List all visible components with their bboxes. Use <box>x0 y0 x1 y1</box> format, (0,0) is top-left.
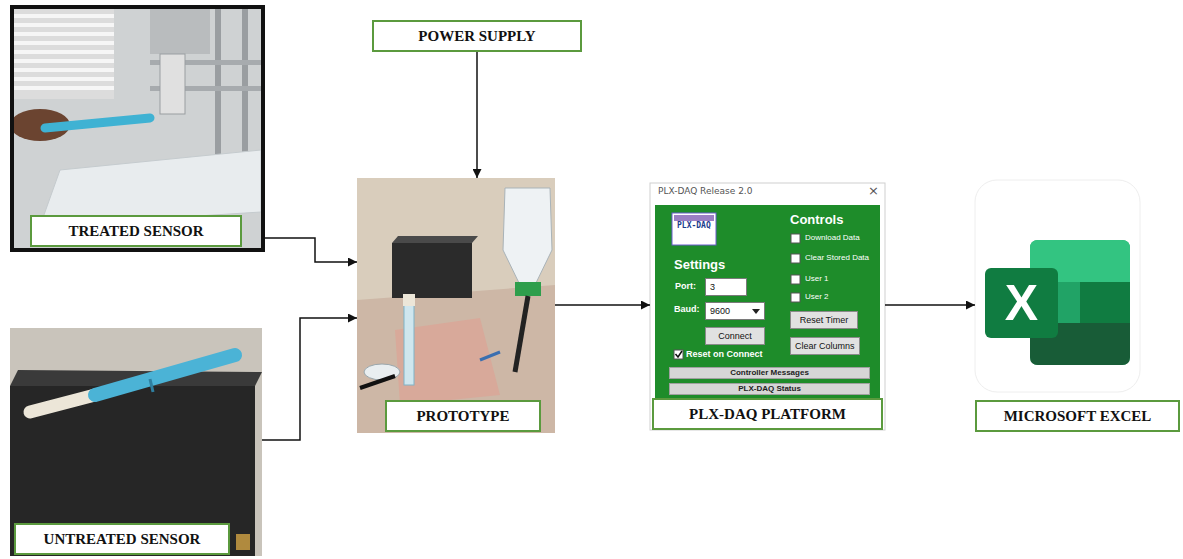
treated-sensor-photo <box>14 50 114 54</box>
button: Reset Timer <box>790 311 858 329</box>
plx-daq-window <box>791 275 800 284</box>
plx-daq-window <box>791 293 800 302</box>
button: Clear Columns <box>790 337 860 355</box>
prototype-photo <box>392 243 472 298</box>
prototype-photo <box>357 178 555 433</box>
treated-sensor-photo <box>14 32 114 36</box>
excel-icon <box>975 180 1140 392</box>
treated-sensor-photo <box>14 9 114 99</box>
section-heading: Settings <box>674 257 725 272</box>
plx-daq-window <box>650 183 885 430</box>
photo-panel: PROTOTYPE <box>357 178 555 433</box>
field-label: Port: <box>675 281 696 292</box>
panel-label: TREATED SENSOR <box>30 215 242 247</box>
panel-label: MICROSOFT EXCEL <box>975 400 1180 432</box>
untreated-sensor-photo <box>10 328 262 556</box>
excel-icon <box>1080 282 1130 323</box>
status-bar: Controller Messages <box>669 367 870 379</box>
plx-daq-window <box>674 350 683 359</box>
plx-daq-window <box>791 234 800 243</box>
button: Connect <box>705 327 765 345</box>
field-label: Baud: <box>674 304 700 315</box>
button-label: Clear Columns <box>795 340 855 352</box>
prototype-photo <box>515 282 541 296</box>
treated-sensor-photo <box>160 54 185 114</box>
checkbox-label: User 2 <box>805 292 829 302</box>
field-value: 9600 <box>710 305 748 317</box>
photo-panel: UNTREATED SENSOR <box>10 328 262 556</box>
untreated-sensor-photo <box>10 328 262 556</box>
prototype-photo <box>360 376 395 388</box>
panel-label: PROTOTYPE <box>385 400 541 432</box>
checkbox-label: Reset on Connect <box>686 349 763 360</box>
treated-sensor-photo <box>45 118 150 128</box>
prototype-photo <box>357 285 555 433</box>
plx-daq-window <box>791 254 800 263</box>
connector-arrow <box>476 52 478 178</box>
checkbox-label: User 1 <box>805 274 829 284</box>
icon-letter: X <box>985 268 1058 338</box>
process-box: POWER SUPPLY <box>372 20 582 52</box>
prototype-photo <box>357 178 555 433</box>
prototype-photo <box>480 352 500 360</box>
status-bar: PLX-DAQ Status <box>669 383 870 395</box>
untreated-sensor-photo <box>30 395 95 412</box>
excel-icon <box>985 268 1058 338</box>
treated-sensor-photo <box>14 23 114 27</box>
checkbox-label: Download Data <box>805 233 860 243</box>
connector-arrow <box>885 304 975 306</box>
logo-text: PLX-DAQ <box>676 221 712 231</box>
treated-sensor-photo <box>14 86 114 90</box>
untreated-sensor-photo <box>150 379 153 392</box>
excel-icon <box>975 180 1140 392</box>
treated-sensor-photo <box>10 5 265 252</box>
bar-label: Controller Messages <box>672 368 867 378</box>
button-label: Reset Timer <box>795 314 853 326</box>
prototype-photo <box>404 300 414 385</box>
plx-daq-window <box>676 351 683 357</box>
prototype-photo <box>392 236 478 243</box>
untreated-sensor-photo <box>236 534 250 550</box>
untreated-sensor-photo <box>10 386 255 556</box>
software-window: PLX-DAQ Release 2.0 × PLX-DAQ SettingsPort:… <box>650 183 885 432</box>
connector-arrow <box>555 304 650 306</box>
treated-sensor-photo <box>14 14 114 18</box>
close-button: × <box>868 183 879 198</box>
box-label: POWER SUPPLY <box>382 27 572 45</box>
prototype-photo <box>503 188 552 285</box>
prototype-photo <box>403 294 415 306</box>
treated-sensor-photo <box>14 68 114 72</box>
plx-daq-window <box>655 205 880 425</box>
treated-sensor-photo <box>14 77 114 81</box>
window-title: PLX-DAQ Release 2.0 <box>658 186 752 197</box>
photo-panel: TREATED SENSOR <box>10 5 265 252</box>
treated-sensor-photo <box>14 59 114 63</box>
panel-label: PLX-DAQ PLATFORM <box>652 398 883 430</box>
dropdown-field: 9600 <box>705 302 765 320</box>
panel-label: UNTREATED SENSOR <box>14 523 230 555</box>
app-icon-panel: X MICROSOFT EXCEL <box>975 180 1180 436</box>
prototype-photo <box>515 296 528 372</box>
treated-sensor-photo <box>10 5 265 252</box>
plx-daq-window <box>672 213 716 245</box>
input-field: 3 <box>705 278 747 296</box>
connector-arrow <box>262 318 357 440</box>
treated-sensor-photo <box>14 41 114 45</box>
treated-sensor-photo <box>150 9 210 54</box>
button-label: Connect <box>710 330 760 342</box>
field-value: 3 <box>710 281 742 293</box>
section-heading: Controls <box>790 212 843 227</box>
untreated-sensor-photo <box>95 355 235 395</box>
plx-daq-window <box>650 183 885 430</box>
checkbox-label: Clear Stored Data <box>805 253 869 263</box>
bar-label: PLX-DAQ Status <box>672 384 867 394</box>
connector-arrow <box>265 238 357 262</box>
